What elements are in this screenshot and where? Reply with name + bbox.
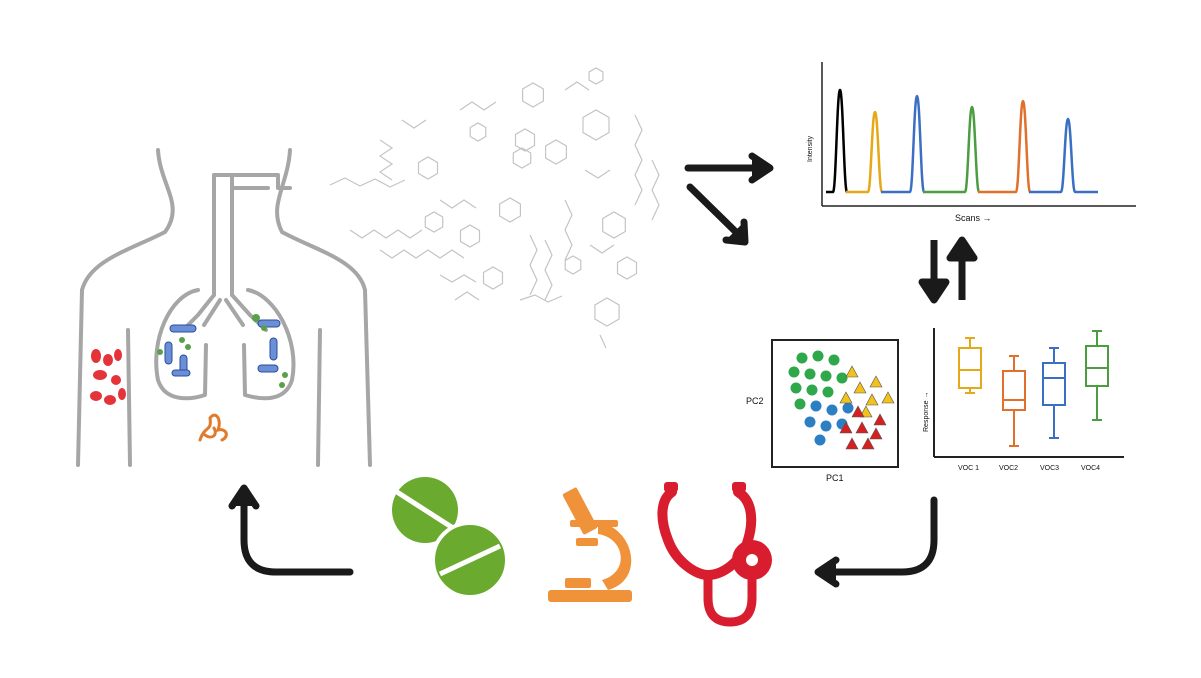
pca-point — [836, 372, 848, 384]
chromatogram-peak — [846, 110, 884, 194]
boxplot-box — [1042, 362, 1066, 406]
exchange-arrows-icon — [918, 236, 978, 304]
arrow-to-analysis — [686, 183, 749, 246]
pca-point — [861, 437, 875, 450]
boxplot-box — [958, 347, 982, 389]
pca-point — [812, 350, 824, 362]
pca-point — [810, 400, 822, 412]
pca-point — [794, 398, 806, 410]
boxplot-boxes — [958, 330, 1109, 447]
arrow-to-chromatogram — [684, 152, 774, 184]
boxplot-box — [1002, 370, 1026, 411]
pca-point — [788, 366, 800, 378]
pca-point — [828, 354, 840, 366]
pca-point — [859, 405, 873, 418]
chromatogram-peak — [881, 94, 926, 194]
chromatogram-chart: Intensity Scans → — [807, 62, 1136, 223]
pca-point — [820, 420, 832, 432]
chromatogram-peak — [1029, 117, 1098, 194]
arrow-to-patient — [228, 484, 354, 576]
chromatogram-peaks — [826, 88, 1098, 194]
bacteria-icon — [157, 314, 288, 388]
boxplot-box — [1085, 345, 1109, 387]
pca-point — [796, 352, 808, 364]
arrow-to-clinic — [814, 496, 938, 588]
pca-point — [804, 416, 816, 428]
boxplot-category-2: VOC2 — [999, 465, 1018, 472]
pca-scatter-chart: PC2 PC1 — [746, 339, 899, 483]
boxplot-category-1: VOC 1 — [958, 465, 979, 472]
chromatogram-peak — [826, 88, 849, 194]
pca-point — [839, 391, 853, 404]
pca-point — [804, 368, 816, 380]
boxplot-category-3: VOC3 — [1040, 465, 1059, 472]
pca-point — [822, 386, 834, 398]
pca-point — [881, 391, 895, 404]
boxplot-ylabel: Response → — [923, 392, 930, 432]
fungus-icon — [198, 413, 228, 442]
pca-point — [855, 421, 869, 434]
pca-xlabel: PC1 — [826, 473, 844, 483]
pca-point — [814, 434, 826, 446]
pca-point — [839, 421, 853, 434]
pca-point — [845, 437, 859, 450]
pca-point — [806, 384, 818, 396]
pca-point — [865, 393, 879, 406]
chromatogram-peak — [978, 99, 1032, 194]
boxplot-chart: Response → VOC 1 VOC2 VOC3 VOC4 — [923, 328, 1124, 472]
stethoscope-icon — [657, 482, 772, 627]
pca-point — [842, 402, 854, 414]
pca-point — [845, 365, 859, 378]
pca-point — [853, 381, 867, 394]
pca-point — [873, 413, 887, 426]
chromatogram-xlabel: Scans → — [955, 213, 992, 223]
red-bacteria-icon — [90, 349, 126, 405]
pca-ylabel: PC2 — [746, 396, 764, 406]
pca-point — [790, 382, 802, 394]
pca-point — [851, 405, 865, 418]
chromatogram-ylabel: Intensity — [807, 135, 814, 162]
lungs-icon — [76, 148, 372, 467]
pca-point — [869, 375, 883, 388]
pca-point — [820, 370, 832, 382]
molecules-icon — [329, 67, 660, 349]
microscope-icon — [548, 487, 632, 602]
pills-icon — [392, 477, 509, 599]
pca-point — [869, 427, 883, 440]
boxplot-category-4: VOC4 — [1081, 465, 1100, 472]
pca-point — [826, 404, 838, 416]
chromatogram-peak — [923, 105, 981, 194]
pca-points — [788, 350, 895, 450]
